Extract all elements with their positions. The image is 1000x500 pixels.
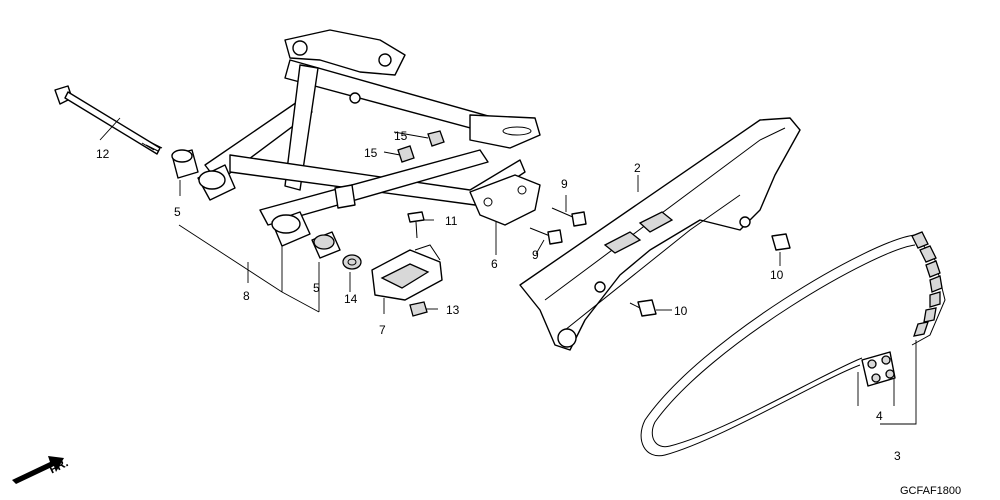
swingarm-pivot-collar bbox=[197, 164, 236, 201]
diagram-code: GCFAF1800 bbox=[900, 485, 961, 497]
callouts: 2 3 4 5 5 6 7 8 9 9 10 10 11 12 13 14 15… bbox=[96, 129, 901, 463]
chain-case bbox=[519, 117, 801, 351]
bolt-9b bbox=[529, 227, 563, 245]
callout-6: 6 bbox=[491, 257, 498, 271]
callout-4: 4 bbox=[876, 409, 883, 423]
dust-seal bbox=[342, 254, 362, 270]
bolt-9a bbox=[551, 207, 587, 227]
callout-7: 7 bbox=[379, 323, 386, 337]
pivot-bolt bbox=[54, 85, 163, 155]
callout-9a: 9 bbox=[561, 177, 568, 191]
swingarm bbox=[204, 29, 541, 226]
front-direction-arrow-icon bbox=[12, 456, 64, 484]
bolt-11 bbox=[407, 211, 425, 239]
callout-15a: 15 bbox=[394, 129, 408, 143]
callout-8: 8 bbox=[243, 289, 250, 303]
bushing-lower bbox=[311, 231, 341, 259]
callout-5b: 5 bbox=[313, 281, 320, 295]
callout-12: 12 bbox=[96, 147, 110, 161]
callout-5a: 5 bbox=[174, 205, 181, 219]
callout-2: 2 bbox=[634, 161, 641, 175]
nut-13 bbox=[409, 301, 428, 317]
flange-nut-15b bbox=[397, 145, 415, 163]
callout-10b: 10 bbox=[674, 304, 688, 318]
callout-9b: 9 bbox=[532, 248, 539, 262]
callout-11: 11 bbox=[445, 214, 458, 228]
pivot-collar-lower bbox=[271, 211, 311, 247]
callout-15b: 15 bbox=[364, 146, 378, 160]
callout-13: 13 bbox=[446, 303, 460, 317]
bolt-10a bbox=[771, 233, 791, 251]
callout-14: 14 bbox=[344, 292, 358, 306]
bolt-10b bbox=[629, 299, 657, 317]
drive-chain bbox=[640, 231, 946, 457]
chain-slider bbox=[371, 244, 443, 301]
flange-nut-15a bbox=[427, 130, 445, 147]
chain-case-bracket bbox=[469, 174, 541, 226]
leader-lines bbox=[99, 117, 917, 425]
callout-10a: 10 bbox=[770, 268, 784, 282]
master-link bbox=[861, 351, 896, 387]
callout-3: 3 bbox=[894, 449, 901, 463]
bushing-upper bbox=[171, 149, 199, 179]
